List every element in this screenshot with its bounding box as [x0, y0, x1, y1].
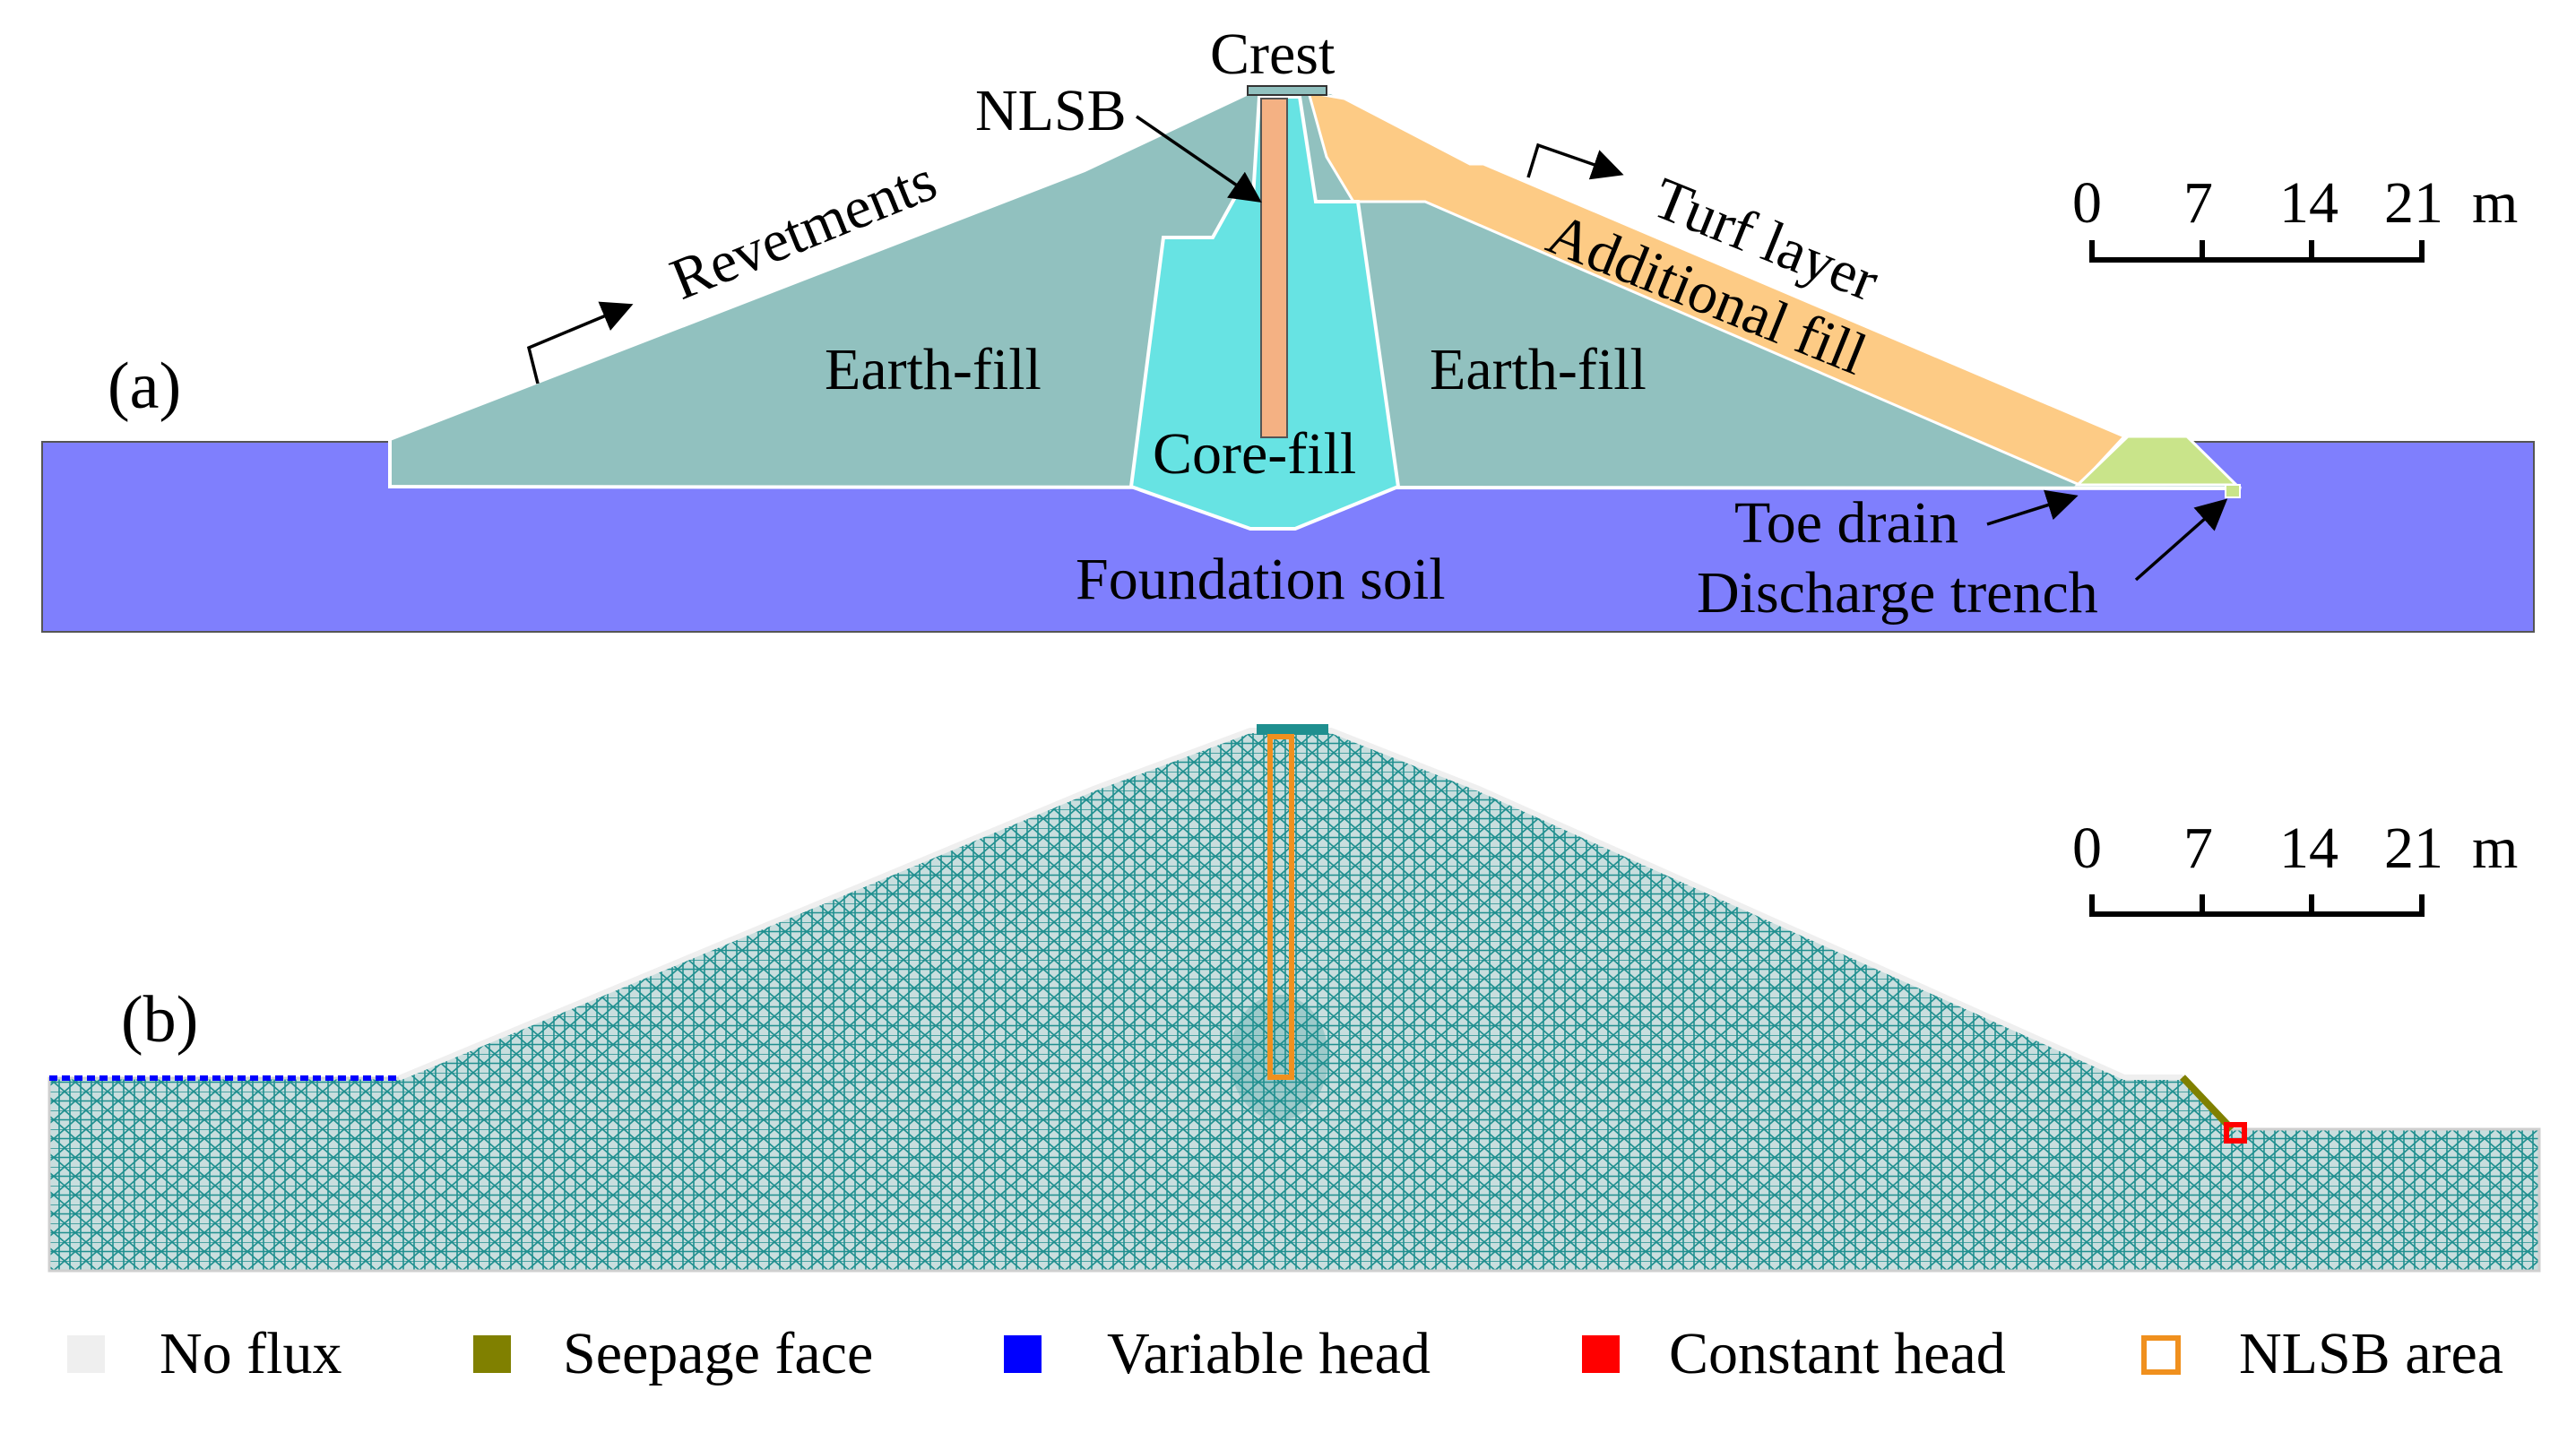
scale-a-tick-7: 7 — [2183, 170, 2213, 236]
toe-drain-label: Toe drain — [1734, 490, 1958, 556]
scale-b-tick-21: 21 — [2384, 816, 2443, 881]
panel-b-label: (b) — [121, 983, 198, 1057]
nlsb-strip — [1260, 98, 1288, 438]
earth-fill-left-label: Earth-fill — [825, 337, 1042, 402]
legend-item-nlsb-area: NLSB area — [2141, 1321, 2503, 1386]
crest-label: Crest — [1210, 22, 1335, 87]
scale-a-tick-0: 0 — [2072, 170, 2102, 236]
legend-swatch-variable-head — [1004, 1335, 1042, 1373]
scale-a-tick-14: 14 — [2279, 170, 2338, 236]
earth-fill-right-label: Earth-fill — [1430, 337, 1647, 402]
discharge-trench — [2225, 484, 2241, 498]
panel-b: (b) 0 7 14 21 m — [48, 724, 2541, 1273]
scale-a-unit: m — [2472, 170, 2518, 236]
mesh-refinement-zone — [1230, 995, 1328, 1120]
legend-label-constant-head: Constant head — [1669, 1321, 2006, 1386]
legend-item-constant-head: Constant head — [1582, 1321, 2006, 1386]
nlsb-area-outline — [1267, 734, 1294, 1080]
revetments-arrow — [526, 301, 634, 384]
legend-item-no-flux: No flux — [67, 1321, 341, 1386]
legend-swatch-seepage-face — [473, 1335, 511, 1373]
legend: No flux Seepage face Variable head Const… — [67, 1321, 2503, 1386]
scale-bar-b: 0 7 14 21 m — [2072, 816, 2518, 917]
legend-item-seepage-face: Seepage face — [473, 1321, 873, 1386]
core-fill-label: Core-fill — [1153, 421, 1356, 487]
toe-drain-leader — [1986, 489, 2079, 526]
panel-a: (a) Crest NLSB Revetments Turf layer Add… — [41, 22, 2535, 633]
nlsb-label: NLSB — [975, 78, 1127, 143]
legend-label-no-flux: No flux — [160, 1321, 341, 1386]
discharge-trench-label: Discharge trench — [1697, 560, 2098, 626]
legend-swatch-nlsb-area — [2141, 1335, 2181, 1375]
seepage-face-boundary — [2180, 1075, 2235, 1132]
scale-b-tick-14: 14 — [2279, 816, 2338, 881]
no-flux-boundary — [397, 728, 2183, 1081]
legend-label-seepage-face: Seepage face — [563, 1321, 873, 1386]
panel-a-label: (a) — [108, 350, 181, 423]
scale-b-tick-7: 7 — [2183, 816, 2213, 881]
turf-layer-arrow — [1526, 142, 1624, 180]
mesh-crest — [1257, 724, 1328, 735]
scale-b-tick-0: 0 — [2072, 816, 2102, 881]
legend-label-variable-head: Variable head — [1107, 1321, 1431, 1386]
scale-b-unit: m — [2472, 816, 2518, 881]
legend-swatch-no-flux — [67, 1335, 105, 1373]
toe-drain-region — [2074, 435, 2240, 487]
crest-cap — [1247, 85, 1327, 96]
scale-bar-a: 0 7 14 21 m — [2072, 170, 2518, 263]
scale-a-tick-21: 21 — [2384, 170, 2443, 236]
foundation-soil-label: Foundation soil — [1076, 547, 1446, 612]
constant-head-boundary — [2224, 1122, 2247, 1144]
legend-swatch-constant-head — [1582, 1335, 1620, 1373]
legend-label-nlsb-area: NLSB area — [2239, 1321, 2503, 1386]
legend-item-variable-head: Variable head — [1004, 1321, 1431, 1386]
discharge-trench-leader — [2134, 498, 2228, 582]
nlsb-leader — [1136, 115, 1262, 203]
